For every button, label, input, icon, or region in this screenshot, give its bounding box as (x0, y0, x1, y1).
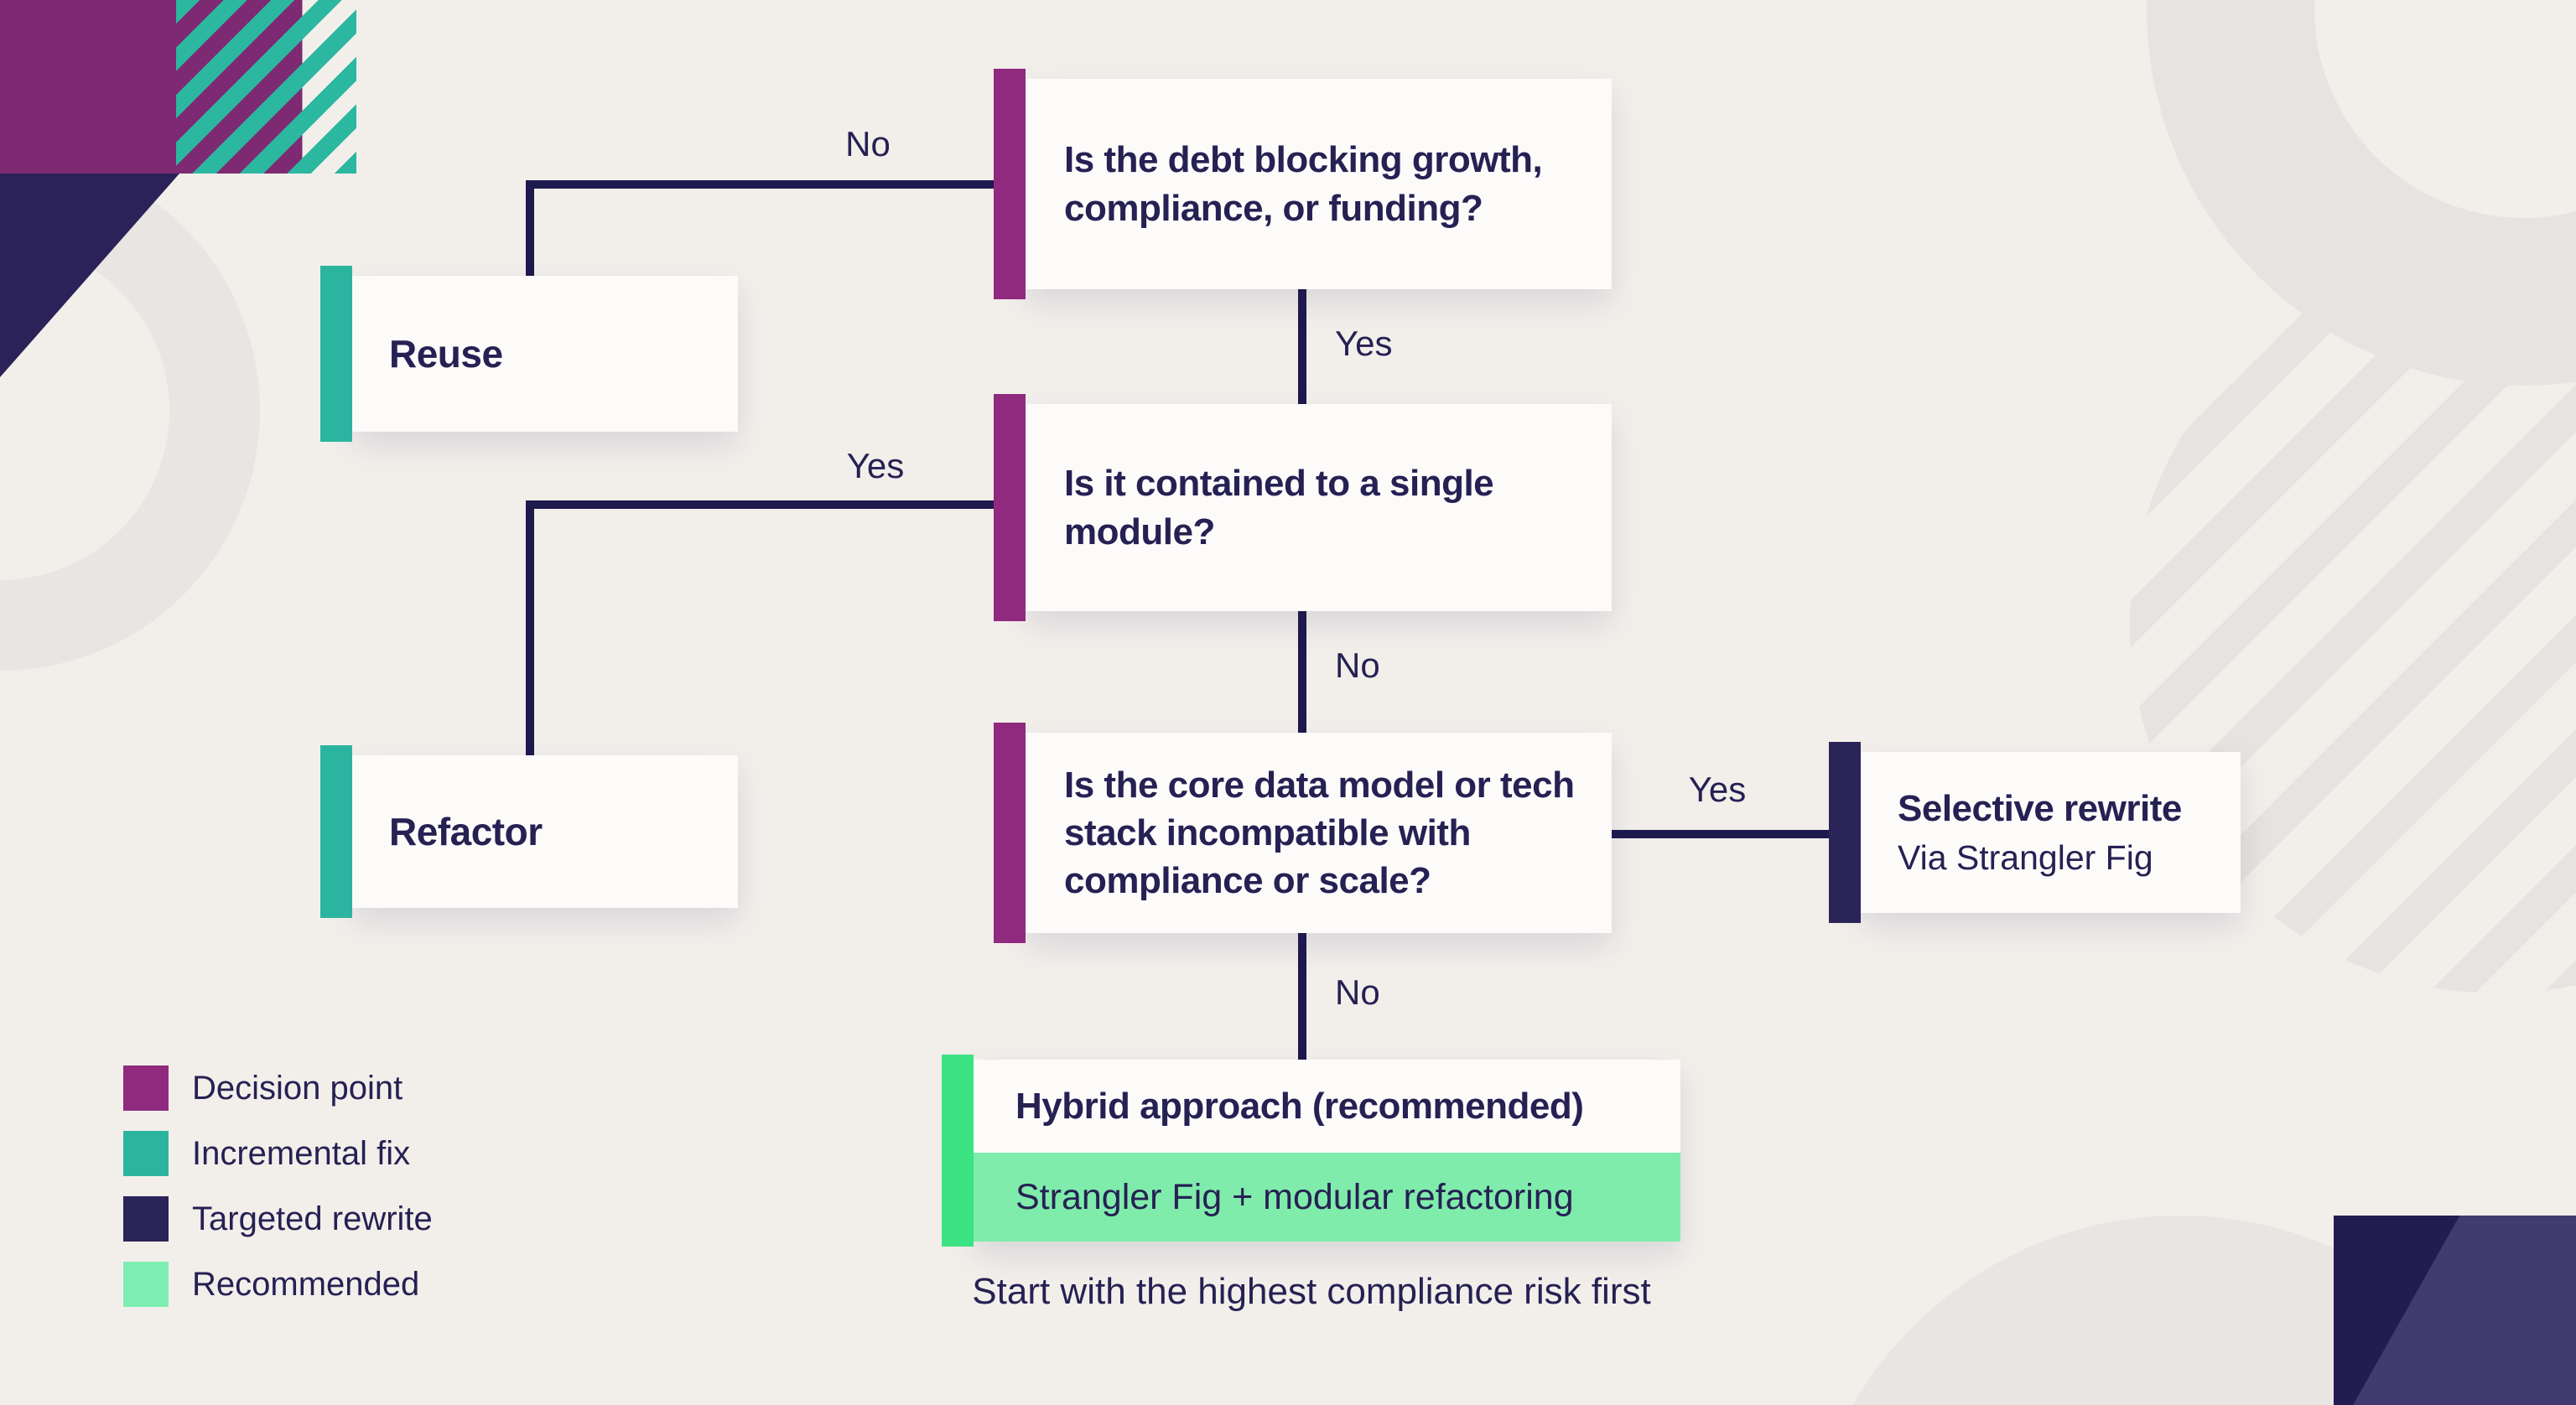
edge-label-q2-no: No (1335, 645, 1380, 685)
connector-q1-no-vertical (526, 180, 534, 276)
outcome-subtitle: Via Strangler Fig (1898, 837, 2153, 877)
legend-label: Recommended (192, 1265, 420, 1303)
connector-q1-yes-vertical (1298, 289, 1306, 404)
legend-label: Decision point (192, 1069, 403, 1107)
legend-swatch-decision-point (123, 1065, 169, 1111)
hybrid-subtitle-section: Strangler Fig + modular refactoring (974, 1153, 1680, 1242)
decor-ring-left (0, 151, 260, 671)
legend-swatch-targeted-rewrite (123, 1196, 169, 1242)
edge-label-q2-yes: Yes (846, 446, 905, 485)
legend-item-recommended: Recommended (123, 1262, 433, 1307)
outcome-accent-bar (320, 745, 352, 918)
decision-box-growth-compliance-funding: Is the debt blocking growth, compliance,… (994, 69, 1612, 299)
decor-ring-top-right (2147, 0, 2576, 386)
decor-purple-square (0, 0, 179, 174)
legend-item-incremental-fix: Incremental fix (123, 1131, 433, 1176)
decision-question-text: Is it contained to a single module? (1064, 463, 1494, 552)
outcome-box-selective-rewrite: Selective rewrite Via Strangler Fig (1829, 742, 2241, 923)
outcome-accent-bar (1829, 742, 1861, 923)
hybrid-subtitle: Strangler Fig + modular refactoring (1015, 1176, 1574, 1217)
decor-striped-square (176, 0, 356, 174)
legend-label: Incremental fix (192, 1134, 411, 1172)
decor-navy-triangle (0, 174, 179, 377)
outcome-label: Refactor (389, 810, 543, 853)
hybrid-title: Hybrid approach (recommended) (1015, 1085, 1584, 1127)
legend-item-decision-point: Decision point (123, 1065, 433, 1111)
legend: Decision point Incremental fix Targeted … (123, 1065, 433, 1307)
outcome-label: Reuse (389, 332, 503, 376)
decision-accent-bar (994, 723, 1026, 943)
decor-circle-bottom-right (1803, 1216, 2558, 1405)
decor-navy-corner-light-triangle (2353, 1216, 2576, 1405)
decision-question-text: Is the debt blocking growth, compliance,… (1064, 139, 1543, 229)
outcome-box-refactor: Refactor (320, 745, 738, 918)
outcome-box-hybrid: Hybrid approach (recommended) Strangler … (942, 1055, 1680, 1247)
connector-q2-no-vertical (1298, 611, 1306, 733)
connector-q2-yes-vertical (526, 500, 534, 755)
outcome-title: Selective rewrite (1898, 787, 2182, 829)
connector-q3-no-vertical (1298, 933, 1306, 1060)
connector-q2-yes-horizontal (526, 500, 994, 509)
decision-accent-bar (994, 69, 1026, 299)
legend-swatch-incremental-fix (123, 1131, 169, 1176)
connector-q3-yes-horizontal (1612, 830, 1829, 838)
legend-label: Targeted rewrite (192, 1200, 433, 1237)
decision-box-single-module: Is it contained to a single module? (994, 394, 1612, 621)
edge-label-q3-no: No (1335, 972, 1380, 1012)
edge-label-q1-yes: Yes (1335, 324, 1393, 363)
edge-label-q1-no: No (845, 124, 891, 163)
legend-item-targeted-rewrite: Targeted rewrite (123, 1196, 433, 1242)
outcome-accent-bar (320, 266, 352, 442)
decision-box-data-model-incompatible: Is the core data model or tech stack inc… (994, 723, 1612, 943)
connector-q1-no-horizontal (526, 180, 994, 189)
decor-navy-corner-square (2334, 1216, 2576, 1405)
hybrid-title-section: Hybrid approach (recommended) (974, 1060, 1680, 1153)
decision-question-text: Is the core data model or tech stack inc… (1064, 764, 1575, 902)
outcome-box-reuse: Reuse (320, 266, 738, 442)
legend-swatch-recommended (123, 1262, 169, 1307)
decision-accent-bar (994, 394, 1026, 621)
outcome-accent-bar (942, 1055, 974, 1247)
edge-label-q3-yes: Yes (1688, 770, 1747, 809)
footnote: Start with the highest compliance risk f… (972, 1271, 1651, 1312)
